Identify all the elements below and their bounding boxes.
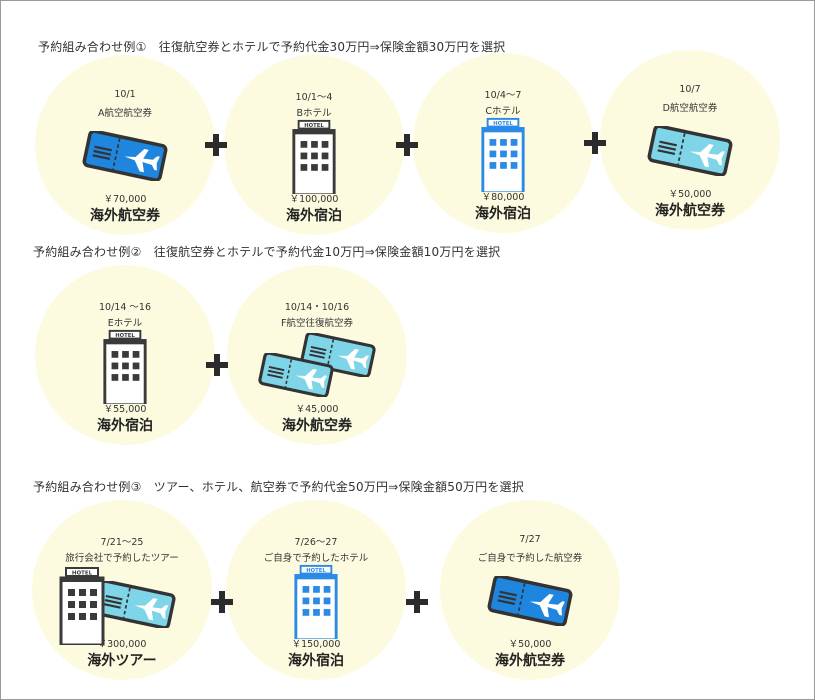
svg-text:HOTEL: HOTEL: [306, 568, 326, 574]
item-name: Bホテル: [296, 108, 332, 119]
item-name: F航空往復航空券: [281, 318, 353, 329]
item-date: 10/14 ～16: [99, 302, 151, 313]
item-date: 7/26～27: [294, 537, 338, 548]
item-price: ￥300,000: [97, 639, 147, 650]
item-date: 10/7: [679, 84, 701, 95]
item-date: 10/4～7: [484, 90, 522, 101]
svg-text:HOTEL: HOTEL: [493, 121, 513, 127]
item-date: 10/14・10/16: [284, 302, 350, 313]
hotel-icon: HOTEL: [224, 119, 404, 195]
svg-text:HOTEL: HOTEL: [304, 123, 324, 129]
example-title: 予約組み合わせ例① 往復航空券とホテルで予約代金30万円⇒保険金額30万円を選択: [38, 40, 506, 54]
hotel-icon: HOTEL: [413, 117, 593, 193]
item-name: A航空航空券: [98, 108, 152, 119]
item-category: 海外宿泊: [475, 206, 531, 222]
ticket-icon: [600, 114, 780, 188]
item-date: 7/21～25: [100, 537, 144, 548]
plus-icon: [206, 354, 228, 376]
booking-item: 7/27 ご自身で予約した航空券 ￥50,000 海外航空券: [440, 500, 620, 680]
svg-text:HOTEL: HOTEL: [72, 570, 93, 576]
item-price: ￥55,000: [103, 404, 147, 415]
hotel-icon: HOTEL: [226, 564, 406, 640]
item-price: ￥45,000: [295, 404, 339, 415]
item-category: 海外宿泊: [97, 418, 153, 434]
item-date: 10/1: [114, 89, 136, 100]
item-name: Cホテル: [485, 106, 521, 117]
item-price: ￥150,000: [291, 639, 341, 650]
plus-icon: [406, 591, 428, 613]
item-price: ￥100,000: [289, 194, 339, 205]
item-date: 10/1～4: [295, 92, 333, 103]
item-name: ご自身で予約したホテル: [263, 553, 369, 564]
item-price: ￥80,000: [481, 192, 525, 203]
tour-icon: HOTEL: [32, 564, 212, 647]
item-name: ご自身で予約した航空券: [477, 553, 583, 564]
hotel-icon: HOTEL: [35, 329, 215, 405]
example-title: 予約組み合わせ例② 往復航空券とホテルで予約代金10万円⇒保険金額10万円を選択: [33, 245, 501, 259]
booking-item: 7/26～27 ご自身で予約したホテル ￥150,000 海外宿泊 HOTEL: [226, 500, 406, 680]
svg-text:HOTEL: HOTEL: [115, 333, 135, 339]
plus-icon: [211, 591, 233, 613]
item-category: 海外航空券: [282, 418, 352, 434]
booking-item: 7/21～25 旅行会社で予約したツアー ￥300,000 海外ツアー HOTEL: [32, 500, 212, 680]
ticket-icon: [35, 119, 215, 193]
item-category: 海外宿泊: [288, 653, 344, 669]
ticket-icon: [440, 564, 620, 638]
ticket-icon: [227, 329, 407, 403]
item-price: ￥50,000: [668, 189, 712, 200]
item-category: 海外宿泊: [286, 208, 342, 224]
item-price: ￥70,000: [103, 194, 147, 205]
item-category: 海外ツアー: [87, 653, 157, 669]
item-category: 海外航空券: [90, 208, 160, 224]
plus-icon: [205, 134, 227, 156]
plus-icon: [396, 134, 418, 156]
item-date: 7/27: [519, 534, 541, 545]
item-category: 海外航空券: [495, 653, 565, 669]
item-name: Eホテル: [107, 318, 143, 329]
item-price: ￥50,000: [508, 639, 552, 650]
example-title: 予約組み合わせ例③ ツアー、ホテル、航空券で予約代金50万円⇒保険金額50万円を…: [33, 480, 524, 494]
plus-icon: [584, 132, 606, 154]
item-name: D航空航空券: [662, 103, 718, 114]
item-category: 海外航空券: [655, 203, 725, 219]
item-name: 旅行会社で予約したツアー: [65, 553, 179, 564]
